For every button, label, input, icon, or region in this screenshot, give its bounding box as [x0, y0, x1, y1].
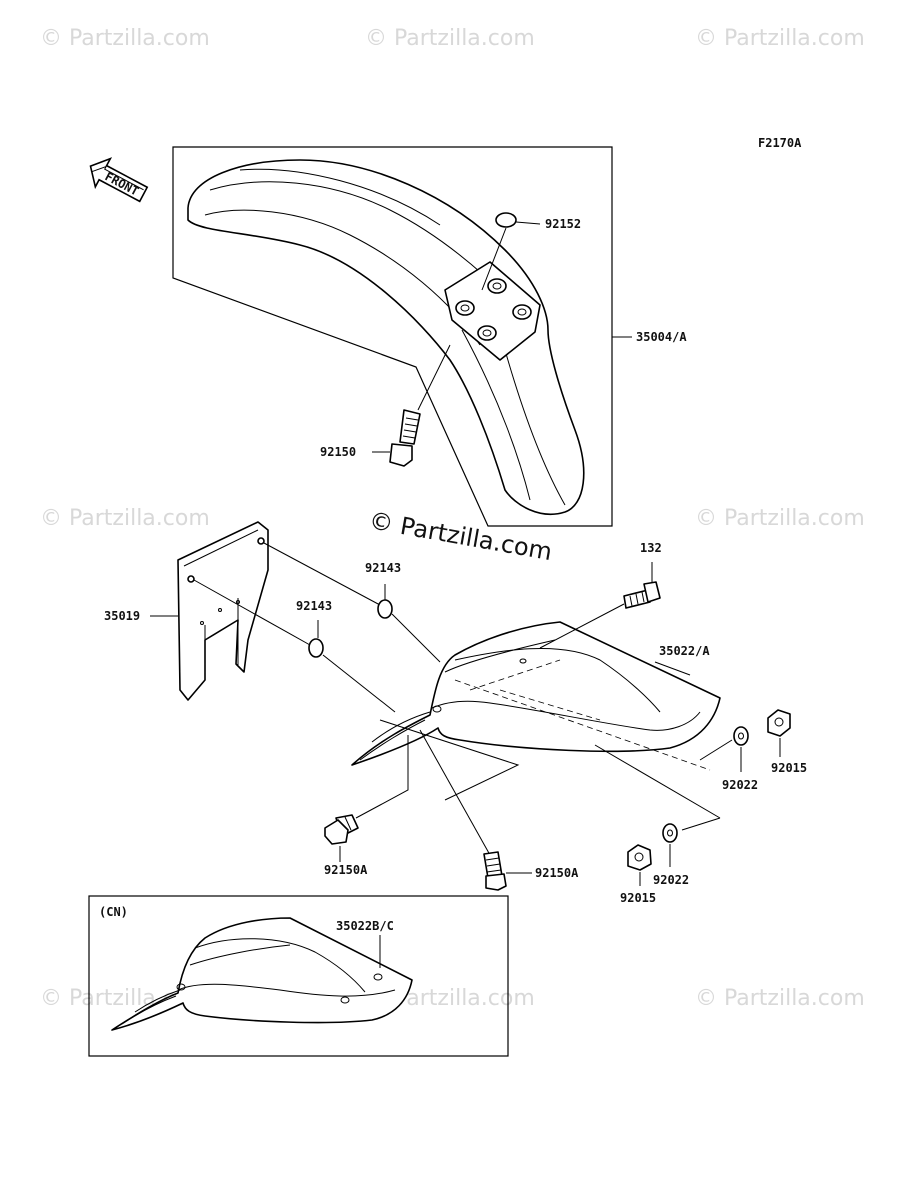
bolt-92150 — [372, 344, 451, 467]
bolt-92150A-right — [483, 851, 532, 891]
watermark: © Partzilla.com — [40, 506, 210, 531]
label-92022-lower: 92022 — [653, 873, 689, 887]
label-92015-upper: 92015 — [771, 761, 807, 775]
label-132: 132 — [640, 541, 662, 555]
washer-92143-lower — [308, 620, 396, 713]
mounting-holes — [455, 278, 532, 341]
label-35019: 35019 — [104, 609, 140, 623]
inset-region-label: (CN) — [99, 905, 128, 919]
label-92143-upper: 92143 — [365, 561, 401, 575]
label-92150A-left: 92150A — [324, 863, 368, 877]
front-fender-assembly-box — [172, 146, 613, 527]
label-92143-lower: 92143 — [296, 599, 332, 613]
label-35004A: 35004/A — [636, 330, 687, 344]
label-92152: 92152 — [545, 217, 581, 231]
label-92150: 92150 — [320, 445, 356, 459]
watermark: © Partzilla.com — [695, 26, 865, 51]
inset-cn-box — [88, 895, 509, 1057]
watermark: © Partzilla.com — [695, 986, 865, 1011]
nut-92015-lower — [627, 844, 652, 886]
center-watermark: © Partzilla.com — [367, 506, 554, 566]
label-35022BC: 35022B/C — [336, 919, 394, 933]
front-fender — [187, 159, 585, 515]
bolt-92150A-left — [324, 814, 359, 862]
washer-92143-upper — [377, 584, 441, 663]
watermark: © Partzilla.com — [365, 26, 535, 51]
watermark-layer: © Partzilla.com © Partzilla.com © Partzi… — [40, 26, 865, 1011]
watermark: © Partzilla.com — [695, 506, 865, 531]
washer-92022-upper — [699, 726, 749, 772]
figure-code: F2170A — [758, 136, 802, 150]
washer-92022-lower — [662, 823, 678, 867]
bolt-132 — [539, 562, 661, 649]
front-arrow: FRONT — [89, 157, 149, 203]
label-92015-lower: 92015 — [620, 891, 656, 905]
plate-35019 — [177, 521, 269, 701]
rear-fender-cn — [111, 917, 413, 1031]
watermark: © Partzilla.com — [40, 26, 210, 51]
rear-fender — [351, 621, 721, 771]
label-35022A: 35022/A — [659, 644, 710, 658]
nut-92015-upper — [767, 709, 791, 757]
washer-92152 — [481, 212, 541, 291]
label-92150A-right: 92150A — [535, 866, 579, 880]
label-92022-upper: 92022 — [722, 778, 758, 792]
